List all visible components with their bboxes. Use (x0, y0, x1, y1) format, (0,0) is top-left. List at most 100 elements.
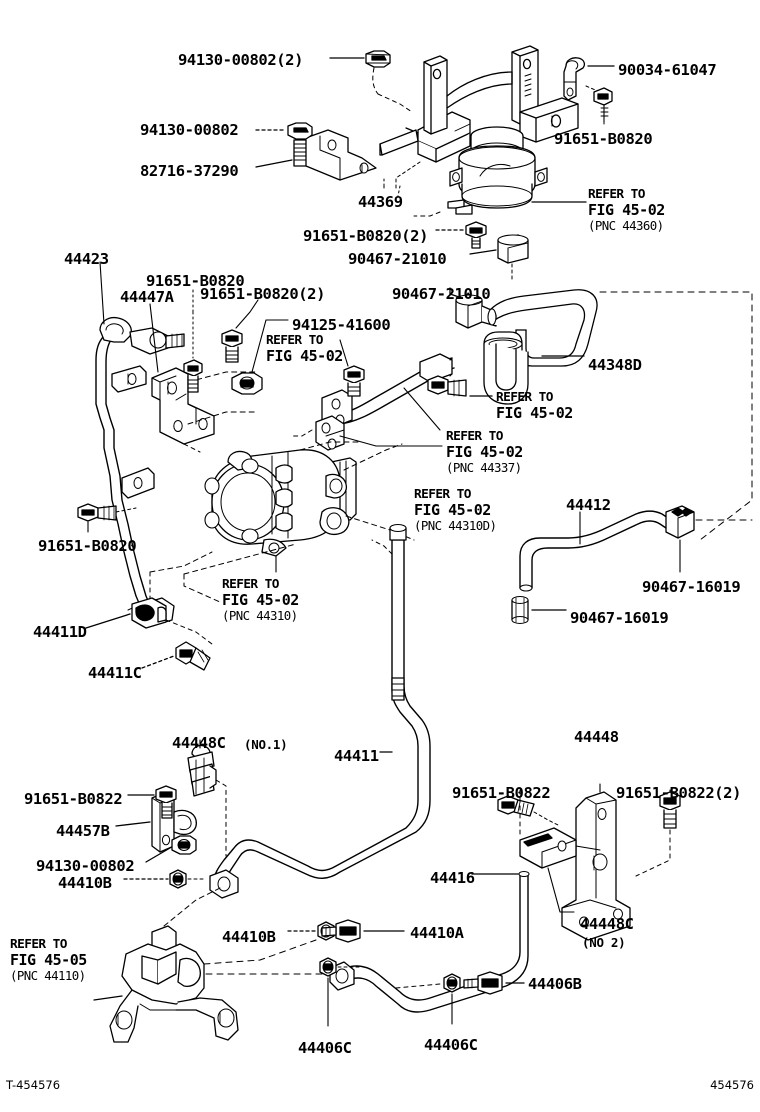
part-label-44411D: 44411D (33, 623, 87, 641)
leader-44423 (99, 261, 105, 325)
bolt-91651-B0820-bracket (183, 359, 203, 393)
bolt-44410A (321, 919, 361, 943)
refer-line-3: (PNC 44337) (446, 460, 522, 476)
part-label-44448: 44448 (574, 728, 619, 746)
part-label-44448C-no2-suffix: (NO 2) (582, 935, 626, 950)
part-label-44406C-left: 44406C (298, 1039, 352, 1057)
refer-note-pipe-right-4502: REFER TO FIG 45-02 (496, 390, 573, 422)
gear-assembly-44110 (109, 925, 239, 1043)
clamp-44411D (131, 597, 167, 629)
part-label-91651-B0822-center: 91651-B0822 (452, 784, 551, 802)
part-label-90467-21010-lower: 90467-21010 (392, 285, 491, 303)
refer-line-1: REFER TO (414, 487, 471, 502)
leader-82716 (255, 159, 293, 168)
part-label-44448C-no2: 44448C (580, 915, 634, 933)
part-label-44447A: 44447A (120, 288, 174, 306)
part-label-44369: 44369 (358, 193, 403, 211)
refer-line-2: FIG 45-02 (446, 443, 523, 462)
clip-90034-61047 (563, 57, 585, 101)
nut-94130-mid (287, 122, 313, 140)
refer-line-3: (PNC 44310D) (414, 518, 497, 534)
part-label-44448C-no1-suffix: (NO.1) (244, 737, 288, 752)
part-label-91651-B0820-2-mid: 91651-B0820(2) (303, 227, 429, 245)
leader-44411C (141, 655, 175, 669)
footer-right-code: 454576 (710, 1078, 754, 1092)
part-label-94130-00802-2-top: 94130-00802(2) (178, 51, 304, 69)
part-label-44410A: 44410A (410, 924, 464, 942)
part-label-90034-61047: 90034-61047 (618, 61, 717, 79)
part-label-44411: 44411 (334, 747, 379, 765)
pipe-44337 (321, 353, 467, 429)
refer-line-3: (PNC 44360) (588, 218, 664, 234)
tube-44411 (209, 523, 431, 899)
part-label-91651-B0820-2-left: 91651-B0820(2) (200, 285, 326, 303)
part-label-94125-41600: 94125-41600 (292, 316, 391, 334)
refer-line-2: FIG 45-02 (266, 347, 343, 366)
stud-82716-37290 (293, 139, 307, 167)
part-label-44448C-no1: 44448C (172, 734, 226, 752)
leader-44457B (115, 821, 151, 827)
part-label-44406C-right: 44406C (424, 1036, 478, 1054)
bolt-44411C (175, 641, 211, 671)
washer-44406C-right (443, 973, 461, 993)
hose-44348D (483, 289, 598, 405)
refer-note-bolt-4502: REFER TO FIG 45-02 (266, 333, 343, 366)
refer-line-1: REFER TO (496, 390, 553, 405)
refer-line-1: REFER TO (10, 937, 67, 952)
part-label-91651-B0822-left: 91651-B0822 (24, 790, 123, 808)
washer-44410B-upper (169, 869, 187, 889)
nut-94125-41600 (231, 372, 263, 395)
washer-44406C-left (319, 957, 337, 977)
refer-note-44360: REFER TO FIG 45-02 (PNC 44360) (588, 187, 665, 234)
bracket-82716-37290 (297, 129, 377, 181)
part-label-44412: 44412 (566, 496, 611, 514)
part-label-90467-16019-right: 90467-16019 (642, 578, 741, 596)
leader-91651-2-left (235, 299, 259, 329)
bracket-44447A (151, 367, 215, 445)
leader-90467-upper (469, 249, 497, 255)
refer-note-44337: REFER TO FIG 45-02 (PNC 44337) (446, 429, 523, 476)
leader-refer-44110 (93, 995, 123, 1001)
leader-90467-lower (449, 287, 463, 299)
refer-line-2: FIG 45-02 (222, 591, 299, 610)
bolt-91651-B0820-2-mid (465, 221, 487, 249)
refer-line-1: REFER TO (222, 577, 279, 592)
part-label-44411C: 44411C (88, 664, 142, 682)
bolt-44406B (463, 971, 503, 995)
part-label-94130-00802: 94130-00802 (140, 121, 239, 139)
grommet-90467-21010-upper (497, 234, 529, 264)
part-label-94130-00802-lower: 94130-00802 (36, 857, 135, 875)
part-label-90467-21010-upper: 90467-21010 (348, 250, 447, 268)
leader-44411D (85, 613, 131, 629)
part-label-90467-16019-lower: 90467-16019 (570, 609, 669, 627)
pump-assembly-44310 (204, 449, 357, 557)
part-label-44423: 44423 (64, 250, 109, 268)
refer-line-2: FIG 45-02 (414, 501, 491, 520)
part-label-44416: 44416 (430, 869, 475, 887)
bolt-91651-B0820-left-mid (77, 503, 117, 522)
bracket-44448-right (561, 791, 631, 941)
part-label-91651-B0820-top: 91651-B0820 (554, 130, 653, 148)
part-label-44410B-lower: 44410B (222, 928, 276, 946)
refer-line-1: REFER TO (266, 333, 323, 348)
leader-94130-lower (145, 847, 171, 863)
clip-90467-16019-right (665, 505, 695, 539)
refer-line-1: REFER TO (446, 429, 503, 444)
part-label-44406B: 44406B (528, 975, 582, 993)
clip-90467-16019-lower (511, 596, 529, 624)
part-label-91651-B0820-left: 91651-B0820 (146, 272, 245, 290)
nut-94130-top (365, 50, 391, 68)
leader-refer-bolt (339, 339, 349, 367)
clamp-44448C-no1 (187, 744, 217, 797)
refer-line-3: (PNC 44310) (222, 608, 298, 624)
bolt-91651-B0822-center (497, 795, 535, 817)
part-label-91651-B0820-midleft: 91651-B0820 (38, 537, 137, 555)
footer-left-code: T-454576 (6, 1078, 61, 1092)
clamp-44448C-no2 (519, 827, 577, 869)
tube-44416 (329, 871, 530, 1013)
leader-44447A (149, 303, 159, 373)
nut-94130-00802-lower (171, 835, 197, 855)
part-label-44410B-upper: 44410B (58, 874, 112, 892)
